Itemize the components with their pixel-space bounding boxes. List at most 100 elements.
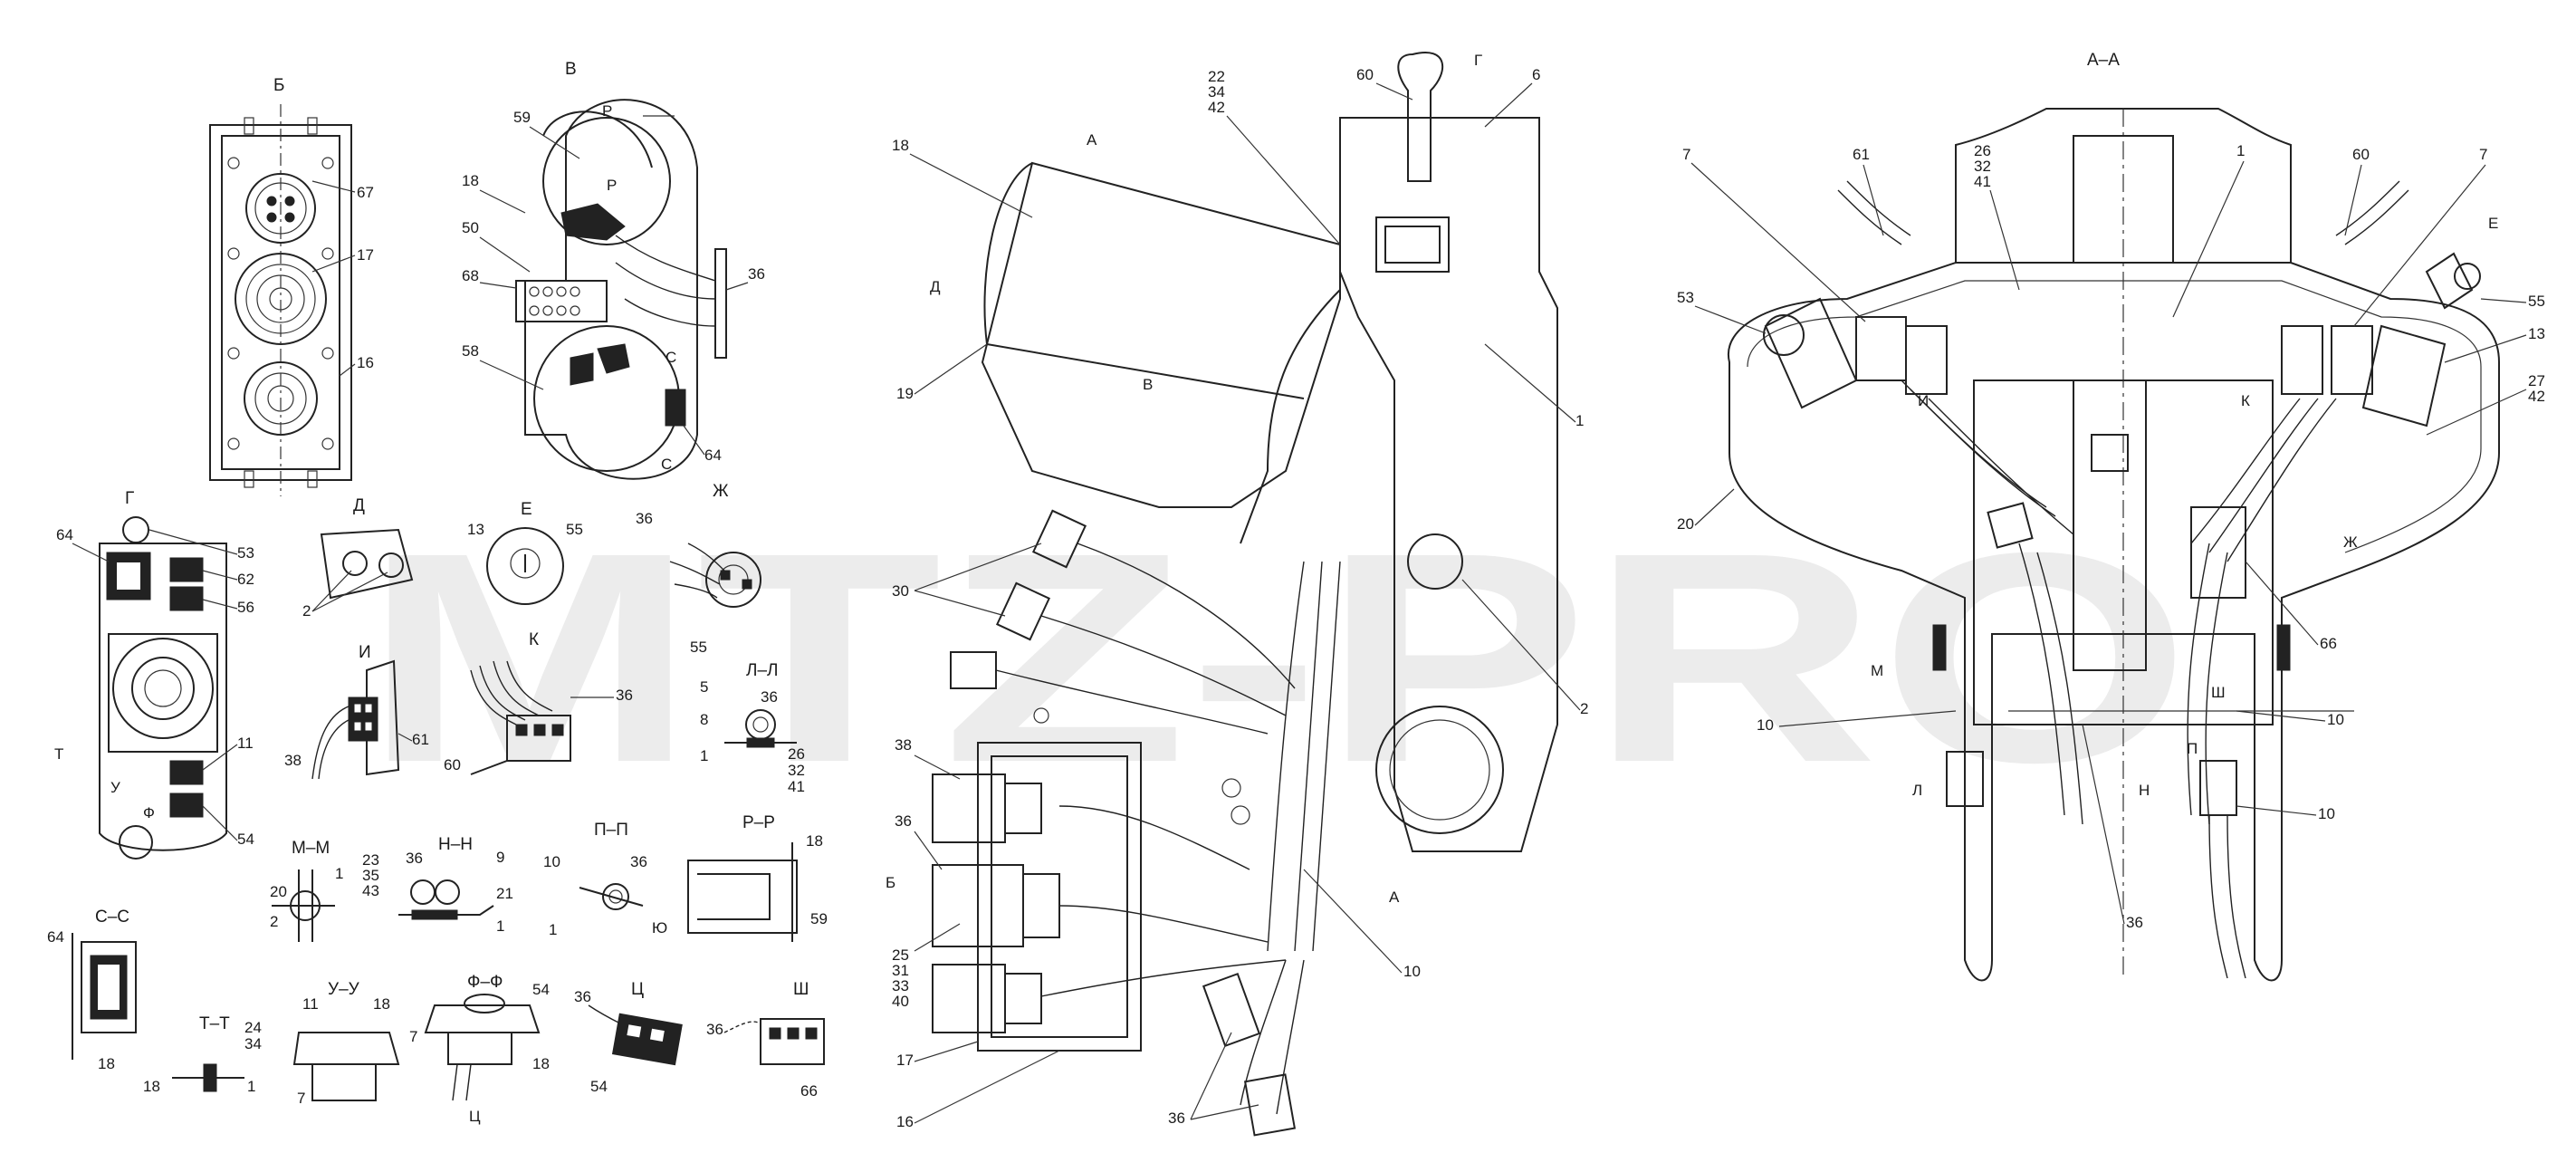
callout-cD: Д — [930, 278, 941, 295]
callout-gU: У — [110, 779, 120, 796]
callout-UU: У–У — [328, 980, 360, 999]
callout-cA2: А — [1389, 889, 1400, 906]
watermark: MTZ-PRO — [362, 490, 2191, 824]
callout-vR1: Р — [602, 102, 612, 120]
callout-c36: 36 — [895, 812, 912, 830]
callout-c1: 1 — [1575, 412, 1584, 429]
callout-c2: 2 — [1580, 700, 1588, 717]
callout-t24: 24 — [244, 1019, 262, 1036]
callout-p10: 10 — [543, 853, 560, 870]
callout-v18a: 18 — [462, 172, 479, 189]
callout-zh36: 36 — [636, 510, 653, 527]
callout-l1: 1 — [700, 747, 708, 764]
callout-c40: 40 — [892, 993, 909, 1010]
callout-v16a: 16 — [357, 354, 374, 371]
view-u-u: У–У 11 18 7 — [292, 980, 400, 1107]
view-zh: Ж 36 55 — [636, 482, 761, 656]
callout-K: К — [529, 630, 539, 649]
callout-a1: 1 — [2236, 142, 2245, 159]
callout-v17a: 17 — [357, 246, 374, 264]
view-m-m: М–М 20 2 1 — [270, 839, 343, 942]
callout-u18: 18 — [373, 995, 390, 1013]
callout-n9: 9 — [496, 849, 504, 866]
callout-k36: 36 — [616, 687, 633, 704]
callout-sh36: 36 — [706, 1021, 723, 1038]
view-e: Е 13 55 — [467, 500, 583, 605]
callout-l8: 8 — [700, 711, 708, 728]
callout-cV: В — [1143, 376, 1153, 393]
callout-u11: 11 — [302, 995, 319, 1013]
callout-v59: 59 — [513, 109, 531, 126]
callout-t18: 18 — [143, 1078, 160, 1095]
key-switch-icon — [119, 825, 153, 860]
callout-a66: 66 — [2320, 635, 2337, 652]
callout-g56: 56 — [237, 599, 254, 616]
view-t-t: Т–Т 24 34 18 1 — [143, 1014, 262, 1095]
callout-v58: 58 — [462, 342, 479, 360]
view-title-b: Б — [273, 76, 284, 95]
callout-a32: 32 — [1974, 158, 1991, 175]
callout-l36: 36 — [761, 688, 778, 706]
callout-a60: 60 — [2352, 146, 2370, 163]
callout-aI: И — [1918, 392, 1929, 409]
callout-m20: 20 — [270, 883, 287, 900]
callout-p1: 1 — [549, 921, 557, 938]
callout-v68: 68 — [462, 267, 479, 284]
callout-v50: 50 — [462, 219, 479, 236]
callout-c38: 38 — [895, 736, 912, 754]
callout-rYu: Ю — [652, 919, 667, 937]
view-title-g: Г — [125, 489, 134, 508]
callout-t34: 34 — [244, 1035, 262, 1052]
callout-c36b: 36 — [1168, 1110, 1185, 1127]
callout-c33: 33 — [892, 977, 909, 994]
callout-t1: 1 — [247, 1078, 255, 1095]
callout-c18: 18 — [892, 137, 909, 154]
view-p-p: П–П 10 36 1 — [543, 821, 647, 938]
callout-f18: 18 — [532, 1055, 550, 1072]
view-k: К 60 36 — [444, 630, 633, 775]
callout-gF: Ф — [143, 804, 155, 821]
callout-cB: Б — [886, 874, 895, 891]
callout-c17: 17 — [896, 1052, 914, 1069]
callout-c25: 25 — [892, 946, 909, 964]
callout-m1: 1 — [335, 865, 343, 882]
callout-Sh: Ш — [793, 980, 809, 999]
callout-aE: Е — [2488, 215, 2498, 232]
callout-i38: 38 — [284, 752, 302, 769]
callout-g53: 53 — [237, 544, 254, 562]
view-f-f: Ф–Ф 54 7 18 Ц — [409, 973, 550, 1125]
callout-I: И — [359, 643, 371, 662]
callout-NN: Н–Н — [438, 835, 473, 854]
callout-a41: 41 — [1974, 173, 1991, 190]
callout-n23: 23 — [362, 851, 379, 869]
view-s-s: С–С 64 18 — [47, 908, 137, 1072]
view-sh: Ш 36 66 — [706, 980, 825, 1100]
callout-c19: 19 — [896, 385, 914, 402]
callout-k60: 60 — [444, 756, 461, 773]
callout-n43: 43 — [362, 882, 379, 899]
callout-SS: С–С — [95, 908, 129, 927]
callout-c22: 22 — [1208, 68, 1225, 85]
view-g-control-panel: Г 64 53 62 56 11 54 Т У Ф — [54, 489, 254, 860]
callout-s18: 18 — [98, 1055, 115, 1072]
view-ts: Ц 36 54 — [574, 980, 683, 1095]
callout-aZh: Ж — [2343, 533, 2358, 551]
callout-c60: 60 — [1356, 66, 1374, 83]
callout-E: Е — [521, 500, 532, 519]
callout-cA1: А — [1087, 131, 1097, 149]
view-l-l: Л–Л 5 8 36 1 26 32 41 — [700, 661, 805, 795]
section-a-a: А–А — [1677, 51, 2545, 982]
callout-c42: 42 — [1208, 99, 1225, 116]
connector-icon — [245, 173, 316, 244]
view-v-rear-cover: В Р Р С С 59 18 50 68 58 36 64 — [462, 60, 765, 480]
callout-sh66: 66 — [800, 1082, 818, 1100]
callout-LL: Л–Л — [746, 661, 779, 680]
callout-c10: 10 — [1403, 963, 1421, 980]
callout-a61: 61 — [1853, 146, 1870, 163]
callout-g64: 64 — [56, 526, 73, 543]
callout-g62: 62 — [237, 571, 254, 588]
callout-aN: Н — [2139, 782, 2150, 799]
callout-e13: 13 — [467, 521, 484, 538]
callout-f7: 7 — [409, 1028, 417, 1045]
view-i: И 38 61 — [284, 643, 429, 780]
